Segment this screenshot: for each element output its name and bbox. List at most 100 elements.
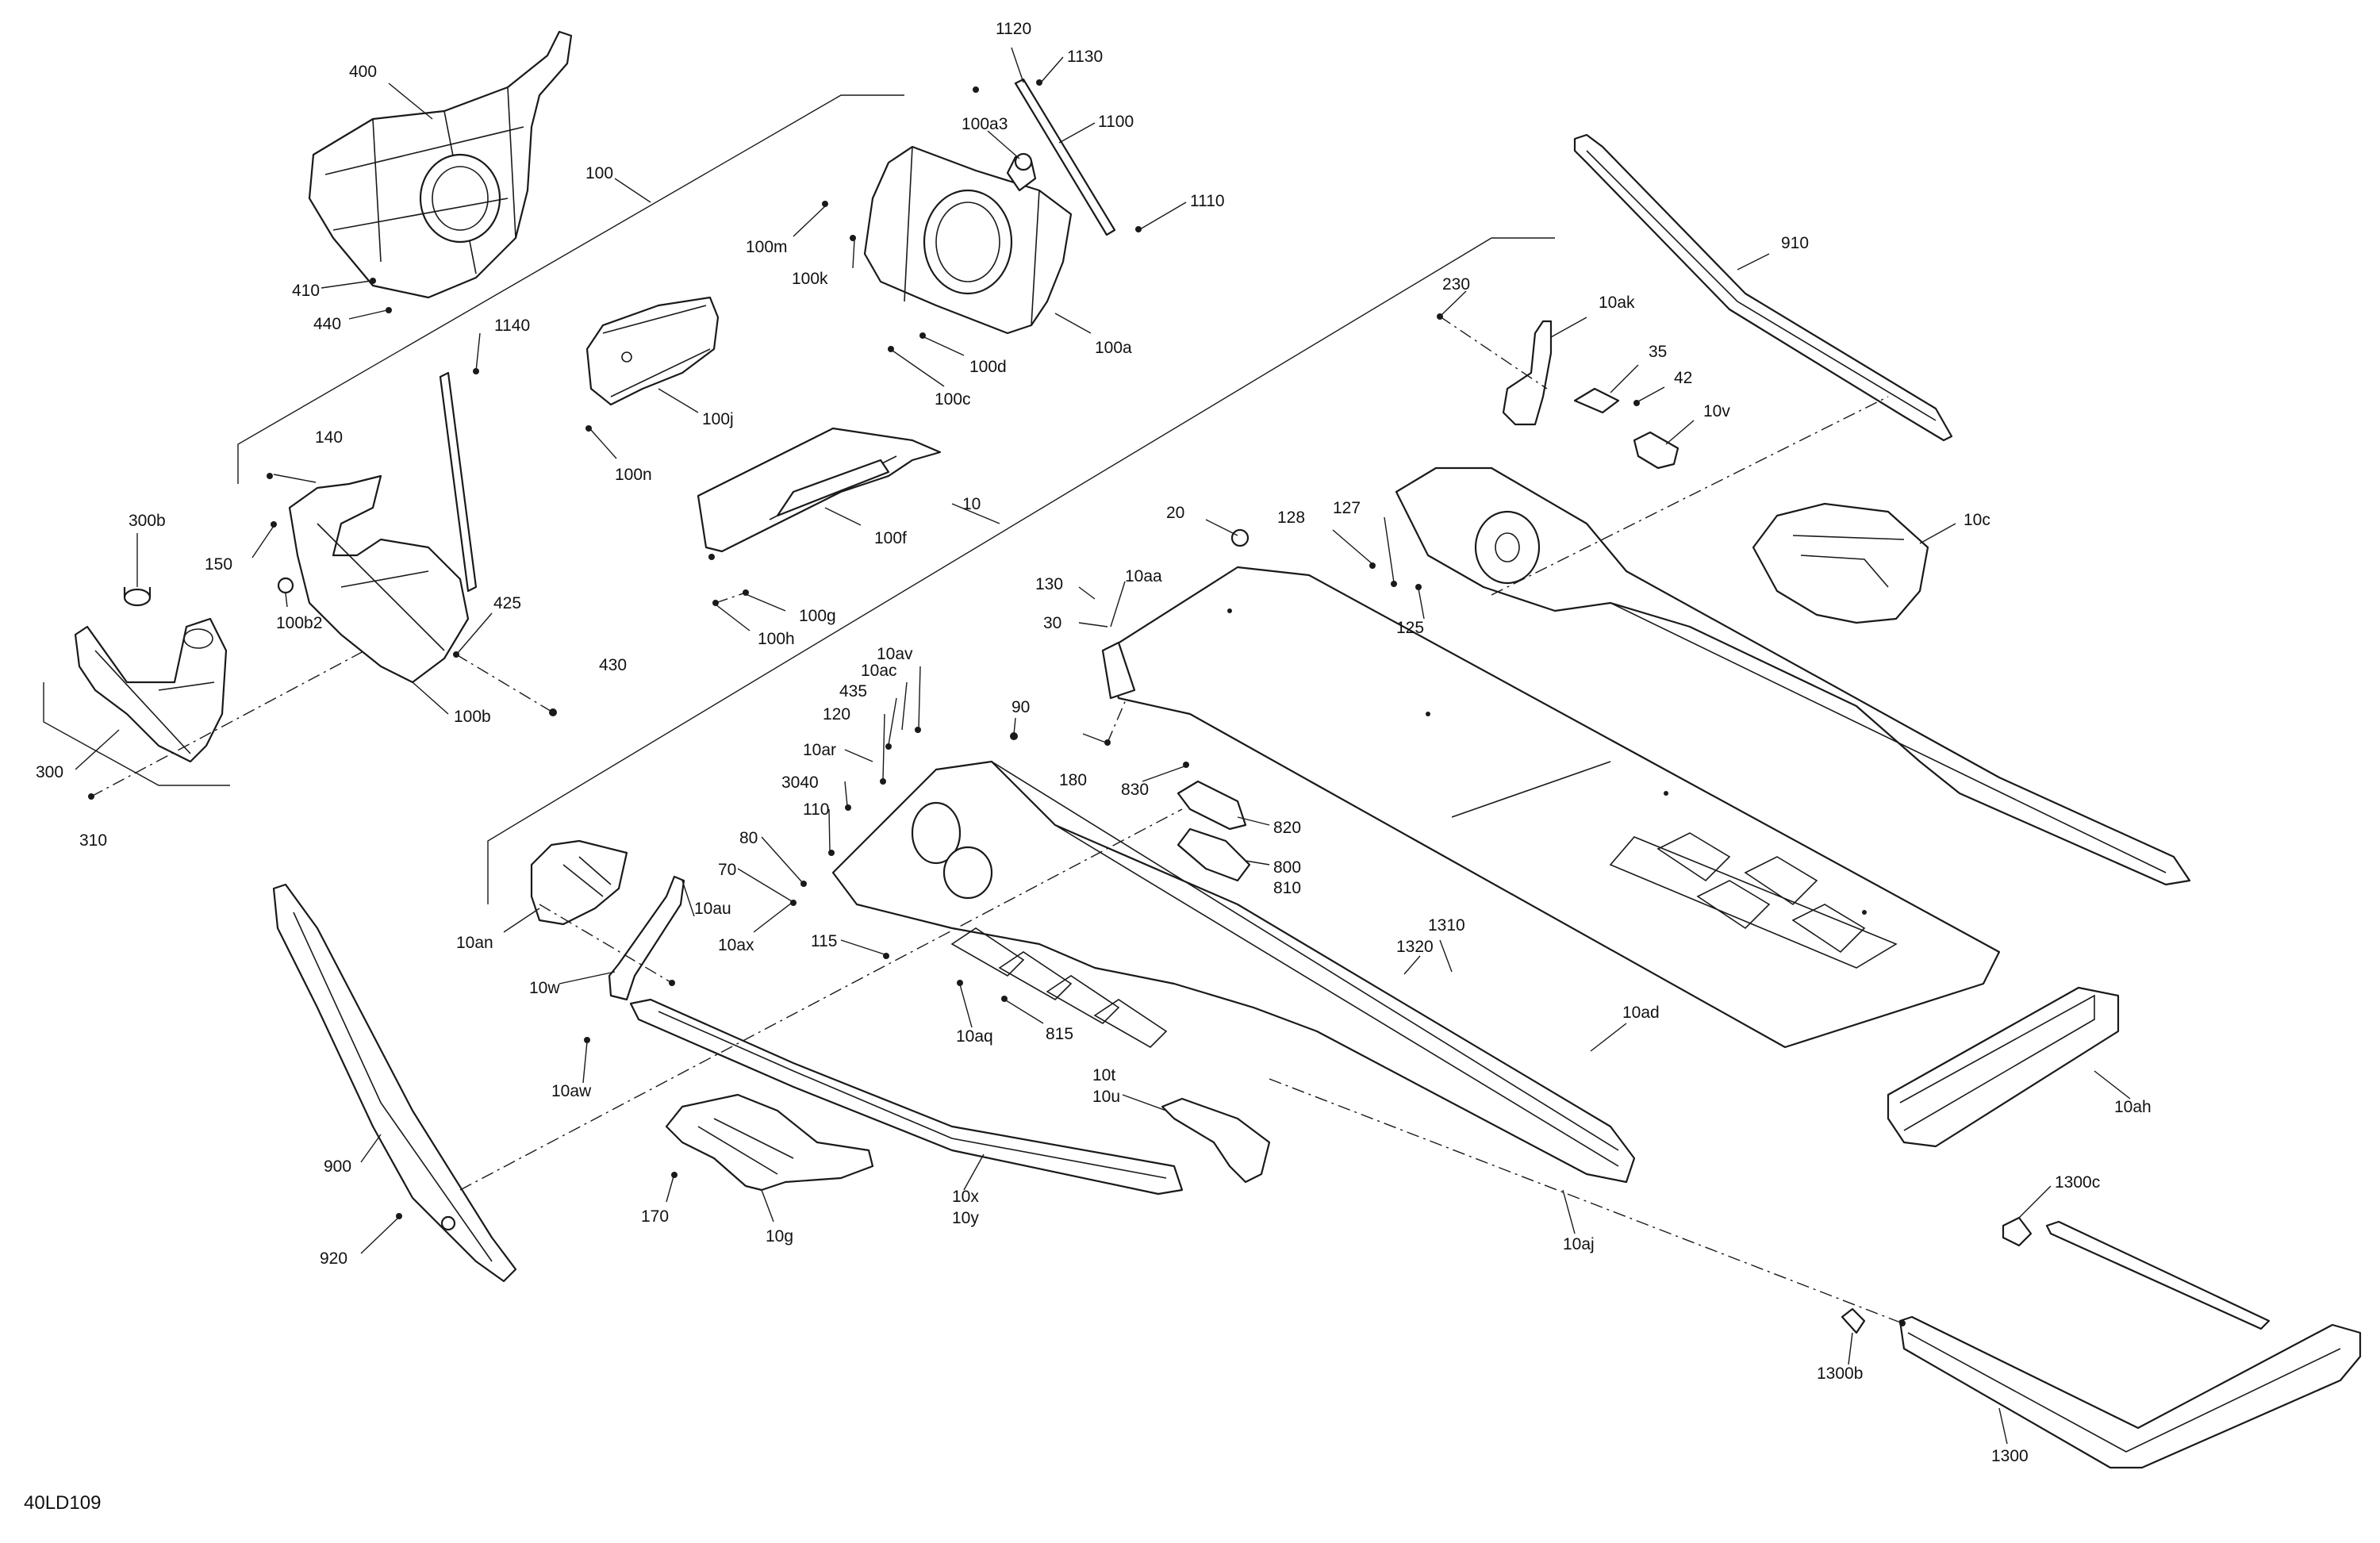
running-board-10x [584, 998, 1184, 1196]
callout-30: 30 [1043, 614, 1061, 632]
callout-100j: 100j [702, 410, 734, 428]
callout-10au: 10au [694, 900, 731, 918]
callout-115: 115 [811, 932, 837, 950]
callout-10ak: 10ak [1599, 294, 1635, 312]
callout-10aa: 10aa [1125, 567, 1162, 585]
group-boundary-lines [43, 94, 1555, 904]
callout-100a: 100a [1095, 339, 1132, 357]
callout-10ax: 10ax [718, 936, 754, 954]
callout-10u: 10u [1092, 1088, 1120, 1106]
callout-150: 150 [205, 555, 232, 574]
frame-100a [822, 78, 1142, 352]
callout-100c: 100c [935, 390, 971, 409]
callout-80: 80 [739, 829, 758, 847]
callout-10aw: 10aw [551, 1082, 592, 1100]
bracket-100f [697, 427, 942, 606]
panel-100j [585, 296, 720, 432]
callout-410: 410 [292, 282, 320, 300]
angle-10ah [1887, 986, 2120, 1148]
callout-10t: 10t [1092, 1066, 1115, 1084]
callout-1110: 1110 [1190, 192, 1225, 210]
callout-10c: 10c [1964, 511, 1990, 529]
front-frame-400 [308, 30, 573, 313]
cover-10c [1752, 502, 1929, 624]
callout-1310: 1310 [1428, 916, 1465, 935]
callout-1300: 1300 [1991, 1447, 2029, 1465]
bracket-820-800 [1177, 762, 1251, 882]
callout-300: 300 [36, 763, 63, 781]
callout-10av: 10av [877, 645, 913, 663]
frame-100b [267, 368, 557, 716]
callout-900: 900 [324, 1157, 351, 1176]
callout-35: 35 [1649, 343, 1667, 361]
callout-10g: 10g [766, 1227, 793, 1246]
callout-10aq: 10aq [956, 1027, 993, 1046]
callout-10: 10 [962, 495, 981, 513]
callout-1320: 1320 [1396, 938, 1434, 956]
callout-leaders [75, 47, 2131, 1445]
callout-180: 180 [1059, 771, 1087, 789]
callout-70: 70 [718, 861, 736, 879]
callout-125: 125 [1396, 619, 1424, 637]
diagram-code: 40LD109 [24, 1492, 101, 1514]
callout-1300c: 1300c [2055, 1173, 2100, 1192]
callout-1140: 1140 [494, 317, 530, 335]
callout-425: 425 [493, 594, 521, 612]
callout-90: 90 [1012, 698, 1030, 716]
callout-100: 100 [585, 164, 613, 182]
tunnel-rail-left [790, 641, 1636, 1184]
callout-10v: 10v [1703, 402, 1730, 420]
callout-10w: 10w [529, 979, 560, 997]
callout-230: 230 [1442, 275, 1470, 294]
parts-10an-10w [530, 839, 685, 1001]
callout-310: 310 [79, 831, 107, 850]
crossbar-910 [1573, 133, 1953, 442]
rail-900 [272, 883, 517, 1283]
callout-430: 430 [599, 656, 627, 674]
callout-440: 440 [313, 315, 341, 333]
callout-910: 910 [1781, 234, 1809, 252]
callout-920: 920 [320, 1249, 347, 1268]
bracket-300 [74, 587, 228, 800]
callout-127: 127 [1333, 499, 1361, 517]
callout-100b2: 100b2 [276, 614, 322, 632]
callout-10ad: 10ad [1622, 1004, 1660, 1022]
callout-100d: 100d [969, 358, 1007, 376]
callout-130: 130 [1035, 575, 1063, 593]
callout-1120: 1120 [996, 20, 1031, 38]
bracket-10ak [1437, 313, 1679, 470]
callout-labels: 400 100 410 440 1140 140 150 300b 100b2 … [36, 20, 2152, 1465]
part-10t [1161, 1097, 1271, 1184]
callout-100b: 100b [454, 708, 491, 726]
callout-820: 820 [1273, 819, 1301, 837]
callout-1100: 1100 [1098, 113, 1134, 131]
footrest-10g [665, 1093, 874, 1192]
callout-100h: 100h [758, 630, 795, 648]
callout-10x: 10x [952, 1188, 979, 1206]
callout-300b: 300b [129, 512, 166, 530]
callout-1300b: 1300b [1817, 1365, 1863, 1383]
callout-20: 20 [1166, 504, 1184, 522]
tunnel-rail-right [1230, 466, 2191, 886]
callout-800: 800 [1273, 858, 1301, 877]
callout-100g: 100g [799, 607, 836, 625]
callout-10ac: 10ac [861, 662, 897, 680]
callout-100f: 100f [874, 529, 907, 547]
callout-10ar: 10ar [803, 741, 836, 759]
assembly-center-lines [90, 316, 1903, 1324]
callout-3040: 3040 [781, 773, 819, 792]
callout-120: 120 [823, 705, 850, 724]
callout-10an: 10an [456, 934, 493, 952]
bumper-1300 [1841, 1216, 2362, 1469]
callout-140: 140 [315, 428, 343, 447]
callout-10aj: 10aj [1563, 1235, 1595, 1253]
floor-plate [1105, 566, 2001, 1049]
callout-100n: 100n [615, 466, 652, 484]
callout-128: 128 [1277, 509, 1305, 527]
callout-815: 815 [1046, 1025, 1073, 1043]
callout-170: 170 [641, 1207, 669, 1226]
callout-100k: 100k [792, 270, 828, 288]
callout-42: 42 [1674, 369, 1692, 387]
callout-10y: 10y [952, 1209, 979, 1227]
